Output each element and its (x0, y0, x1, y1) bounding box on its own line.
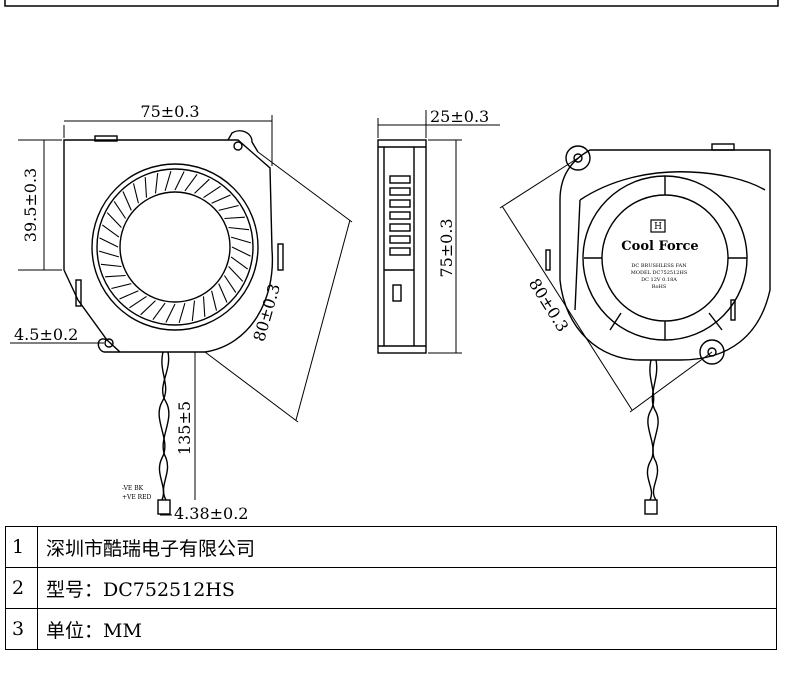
technical-drawing: H Cool Force DC BRUSHLESS FAN MODEL DC75… (4, 0, 779, 520)
front-hole-dim: 4.5±0.2 (14, 325, 78, 344)
impeller-blade (230, 256, 249, 270)
mounting-hole-bottom (104, 338, 114, 348)
vent-slot (389, 223, 411, 232)
model-number: 型号：DC752512HS (37, 567, 777, 609)
wire-label-red: +VE RED (122, 494, 152, 501)
impeller-blade (100, 263, 122, 268)
impeller-blade (105, 274, 126, 278)
impeller-blade (218, 204, 239, 211)
impeller-blade (119, 290, 139, 300)
front-height-dim: 39.5±0.3 (21, 168, 40, 242)
impeller-blade (211, 290, 218, 311)
front-view (63, 130, 284, 515)
side-height-dim: 75±0.3 (437, 218, 456, 277)
impeller-blade (164, 170, 172, 192)
front-width-dim: 75±0.3 (140, 102, 199, 121)
fan-housing-outline (63, 139, 274, 353)
impeller-blade (165, 303, 176, 323)
impeller-blade-ring (96, 168, 254, 326)
vent-slot (389, 247, 411, 256)
impeller-blade (98, 250, 120, 258)
back-mounting-hole-bottom (707, 347, 717, 357)
back-view-dimensions (499, 157, 713, 413)
cable-wire-a (158, 351, 167, 501)
back-mount-lobe-top (565, 145, 591, 171)
impeller-blade (191, 300, 196, 322)
label-line-1: DC BRUSHLESS FAN (631, 263, 687, 269)
spec-row: 1 深圳市酷瑞电子有限公司 (5, 526, 777, 568)
back-mounting-hole-top (573, 153, 583, 163)
back-housing-outline (559, 149, 771, 361)
logo-text: Cool Force (621, 239, 698, 254)
vent-slot (389, 211, 411, 220)
front-diagonal-dim: 80±0.3 (249, 281, 284, 343)
impeller-blade (230, 236, 252, 244)
connector-dim: 4.38±0.2 (174, 504, 248, 520)
impeller-blade (152, 302, 166, 321)
spec-row-index: 1 (5, 526, 38, 568)
wire-label-black: -VE BK (122, 485, 144, 492)
company-name: 深圳市酷瑞电子有限公司 (37, 526, 777, 568)
impeller-blade (194, 178, 210, 194)
impeller-blade (99, 237, 119, 248)
connector (157, 499, 171, 515)
spec-row: 3 单位：MM (5, 608, 777, 650)
mounting-hole-top (233, 141, 243, 151)
impeller-blade (113, 201, 127, 219)
impeller-blade (211, 194, 231, 204)
spec-row: 2 型号：DC752512HS (5, 567, 777, 609)
spec-row-index: 3 (5, 608, 38, 650)
side-thickness-dim: 25±0.3 (430, 107, 489, 126)
label-line-4: RoHS (652, 284, 667, 290)
impeller-blade (101, 224, 120, 238)
back-view (545, 143, 771, 515)
label-line-3: DC 12V 0.18A (641, 277, 677, 283)
impeller-blade (231, 246, 251, 257)
label-line-2: MODEL DC752512HS (631, 270, 688, 276)
fan-label: H Cool Force DC BRUSHLESS FAN MODEL DC75… (621, 219, 699, 290)
impeller-blade (106, 212, 122, 228)
vent-slot (389, 175, 411, 184)
impeller-blade (184, 173, 198, 192)
side-view-dimensions (377, 110, 500, 354)
back-hub (601, 194, 729, 322)
impeller-blade (228, 226, 250, 231)
cable-length-dim: 135±5 (175, 401, 194, 455)
impeller-blade (129, 295, 147, 309)
impeller-inner (119, 191, 231, 303)
impeller-blade (218, 283, 228, 303)
impeller-blade (202, 296, 206, 317)
impeller-blades (98, 170, 252, 324)
impeller-blade (154, 172, 159, 194)
spec-row-index: 2 (5, 567, 38, 609)
svg-text:H: H (654, 222, 662, 232)
side-view (377, 139, 427, 354)
vent-slot (389, 235, 411, 244)
side-vents (389, 175, 411, 256)
back-mount-lobe-bottom (699, 339, 725, 365)
impeller-blade (178, 302, 186, 324)
unit: 单位：MM (37, 608, 777, 650)
spec-table: 1 深圳市酷瑞电子有限公司 2 型号：DC752512HS 3 单位：MM (5, 526, 777, 650)
impeller-blade (122, 191, 132, 211)
impeller-blade (174, 171, 185, 191)
impeller-blade (228, 266, 244, 282)
side-outline (377, 139, 427, 354)
impeller-blade (223, 275, 237, 293)
vent-slot (389, 187, 411, 196)
impeller-outer (91, 163, 259, 331)
impeller-blade (224, 216, 245, 220)
front-view-dimensions (10, 115, 353, 516)
impeller-blade (140, 300, 156, 316)
impeller-blade (111, 283, 132, 290)
cable-wire-b (161, 351, 170, 501)
back-connector (644, 499, 658, 515)
vent-slot (389, 199, 411, 208)
back-hub-ring (582, 175, 748, 341)
impeller-blade (203, 185, 221, 199)
impeller-blade (144, 177, 148, 198)
impeller-blade (132, 183, 139, 204)
